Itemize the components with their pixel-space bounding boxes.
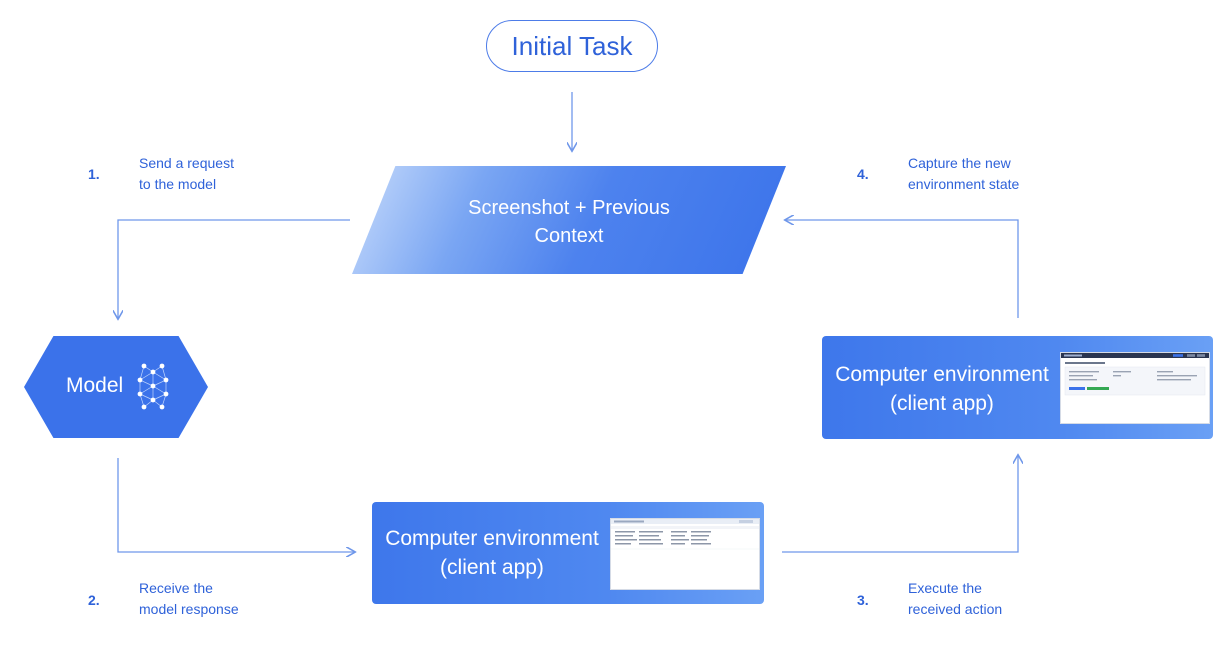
context-shape [352, 166, 786, 274]
step-2-line-1: Receive the [139, 580, 213, 596]
env-bottom-label: Computer environment (client app) [372, 524, 612, 582]
step-2-line-2: model response [139, 601, 239, 617]
computer-environment-bottom: Computer environment (client app) [372, 502, 764, 604]
step-1-line-1: Send a request [139, 155, 234, 171]
arrow-env-to-env [782, 456, 1018, 553]
context-line-2: Context [534, 225, 604, 247]
step-1-text: Send a request to the model [139, 153, 289, 195]
step-2-number: 2. [88, 592, 100, 608]
spreadsheet-thumbnail-icon [610, 518, 760, 590]
step-4-line-2: environment state [908, 176, 1020, 192]
step-3-number: 3. [857, 592, 869, 608]
env-bottom-line-1: Computer environment [385, 527, 599, 550]
step-3-line-2: received action [908, 601, 1003, 617]
env-right-line-1: Computer environment [835, 363, 1049, 386]
env-right-label: Computer environment (client app) [822, 360, 1062, 418]
web-app-thumbnail-icon [1060, 352, 1210, 424]
step-4-line-1: Capture the new [908, 155, 1011, 171]
context-label: Screenshot + Previous Context [352, 194, 786, 250]
step-3-line-1: Execute the [908, 580, 982, 596]
context-line-1: Screenshot + Previous [468, 197, 670, 219]
step-3-text: Execute the received action [908, 578, 1058, 620]
arrow-env-to-context [786, 220, 1019, 318]
step-4-text: Capture the new environment state [908, 153, 1058, 195]
neural-network-icon [137, 363, 169, 410]
model-label: Model [66, 374, 124, 397]
step-4-number: 4. [857, 166, 869, 182]
computer-environment-right: Computer environment (client app) [822, 336, 1213, 439]
arrow-model-to-env [117, 458, 354, 552]
arrow-context-to-model [118, 219, 350, 318]
initial-task-label: Initial Task [511, 30, 633, 61]
model-node [24, 336, 208, 438]
env-right-line-2: (client app) [890, 392, 994, 415]
step-1-number: 1. [88, 166, 100, 182]
initial-task-node: Initial Task [486, 20, 658, 72]
step-2-text: Receive the model response [139, 578, 289, 620]
step-1-line-2: to the model [139, 176, 217, 192]
context-node: Screenshot + Previous Context [352, 166, 786, 274]
env-bottom-line-2: (client app) [440, 556, 544, 579]
